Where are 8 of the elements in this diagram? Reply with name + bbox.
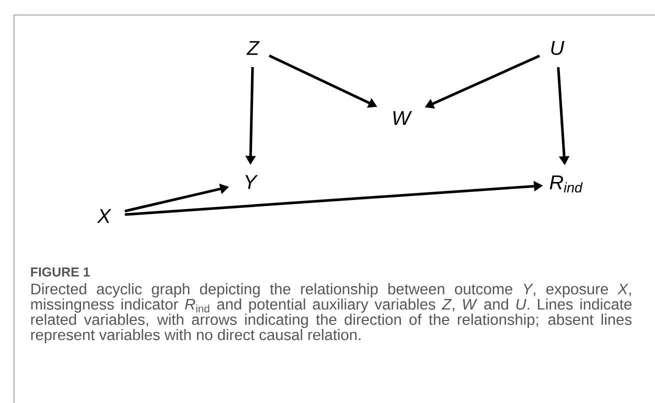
variable-label: U xyxy=(551,41,564,55)
variable-label: W xyxy=(393,111,412,125)
figure-number: FIGURE 1 xyxy=(31,267,90,277)
variable-label: Z xyxy=(246,41,260,55)
variable-label: X xyxy=(96,209,112,223)
variable-label: R$_{ind}$ xyxy=(550,175,583,192)
variable-label: Y xyxy=(245,175,258,189)
caption: Directed acyclic graph depicting the relationship between outcome Y, exposure X, missingness indicator R$_{ind}$ and potential auxiliary variables Z, W and U. Lines indicate related variables, with arrows indicating the direction of the relationship; absent lines represent variables with no direct causal relation. xyxy=(31,283,632,344)
